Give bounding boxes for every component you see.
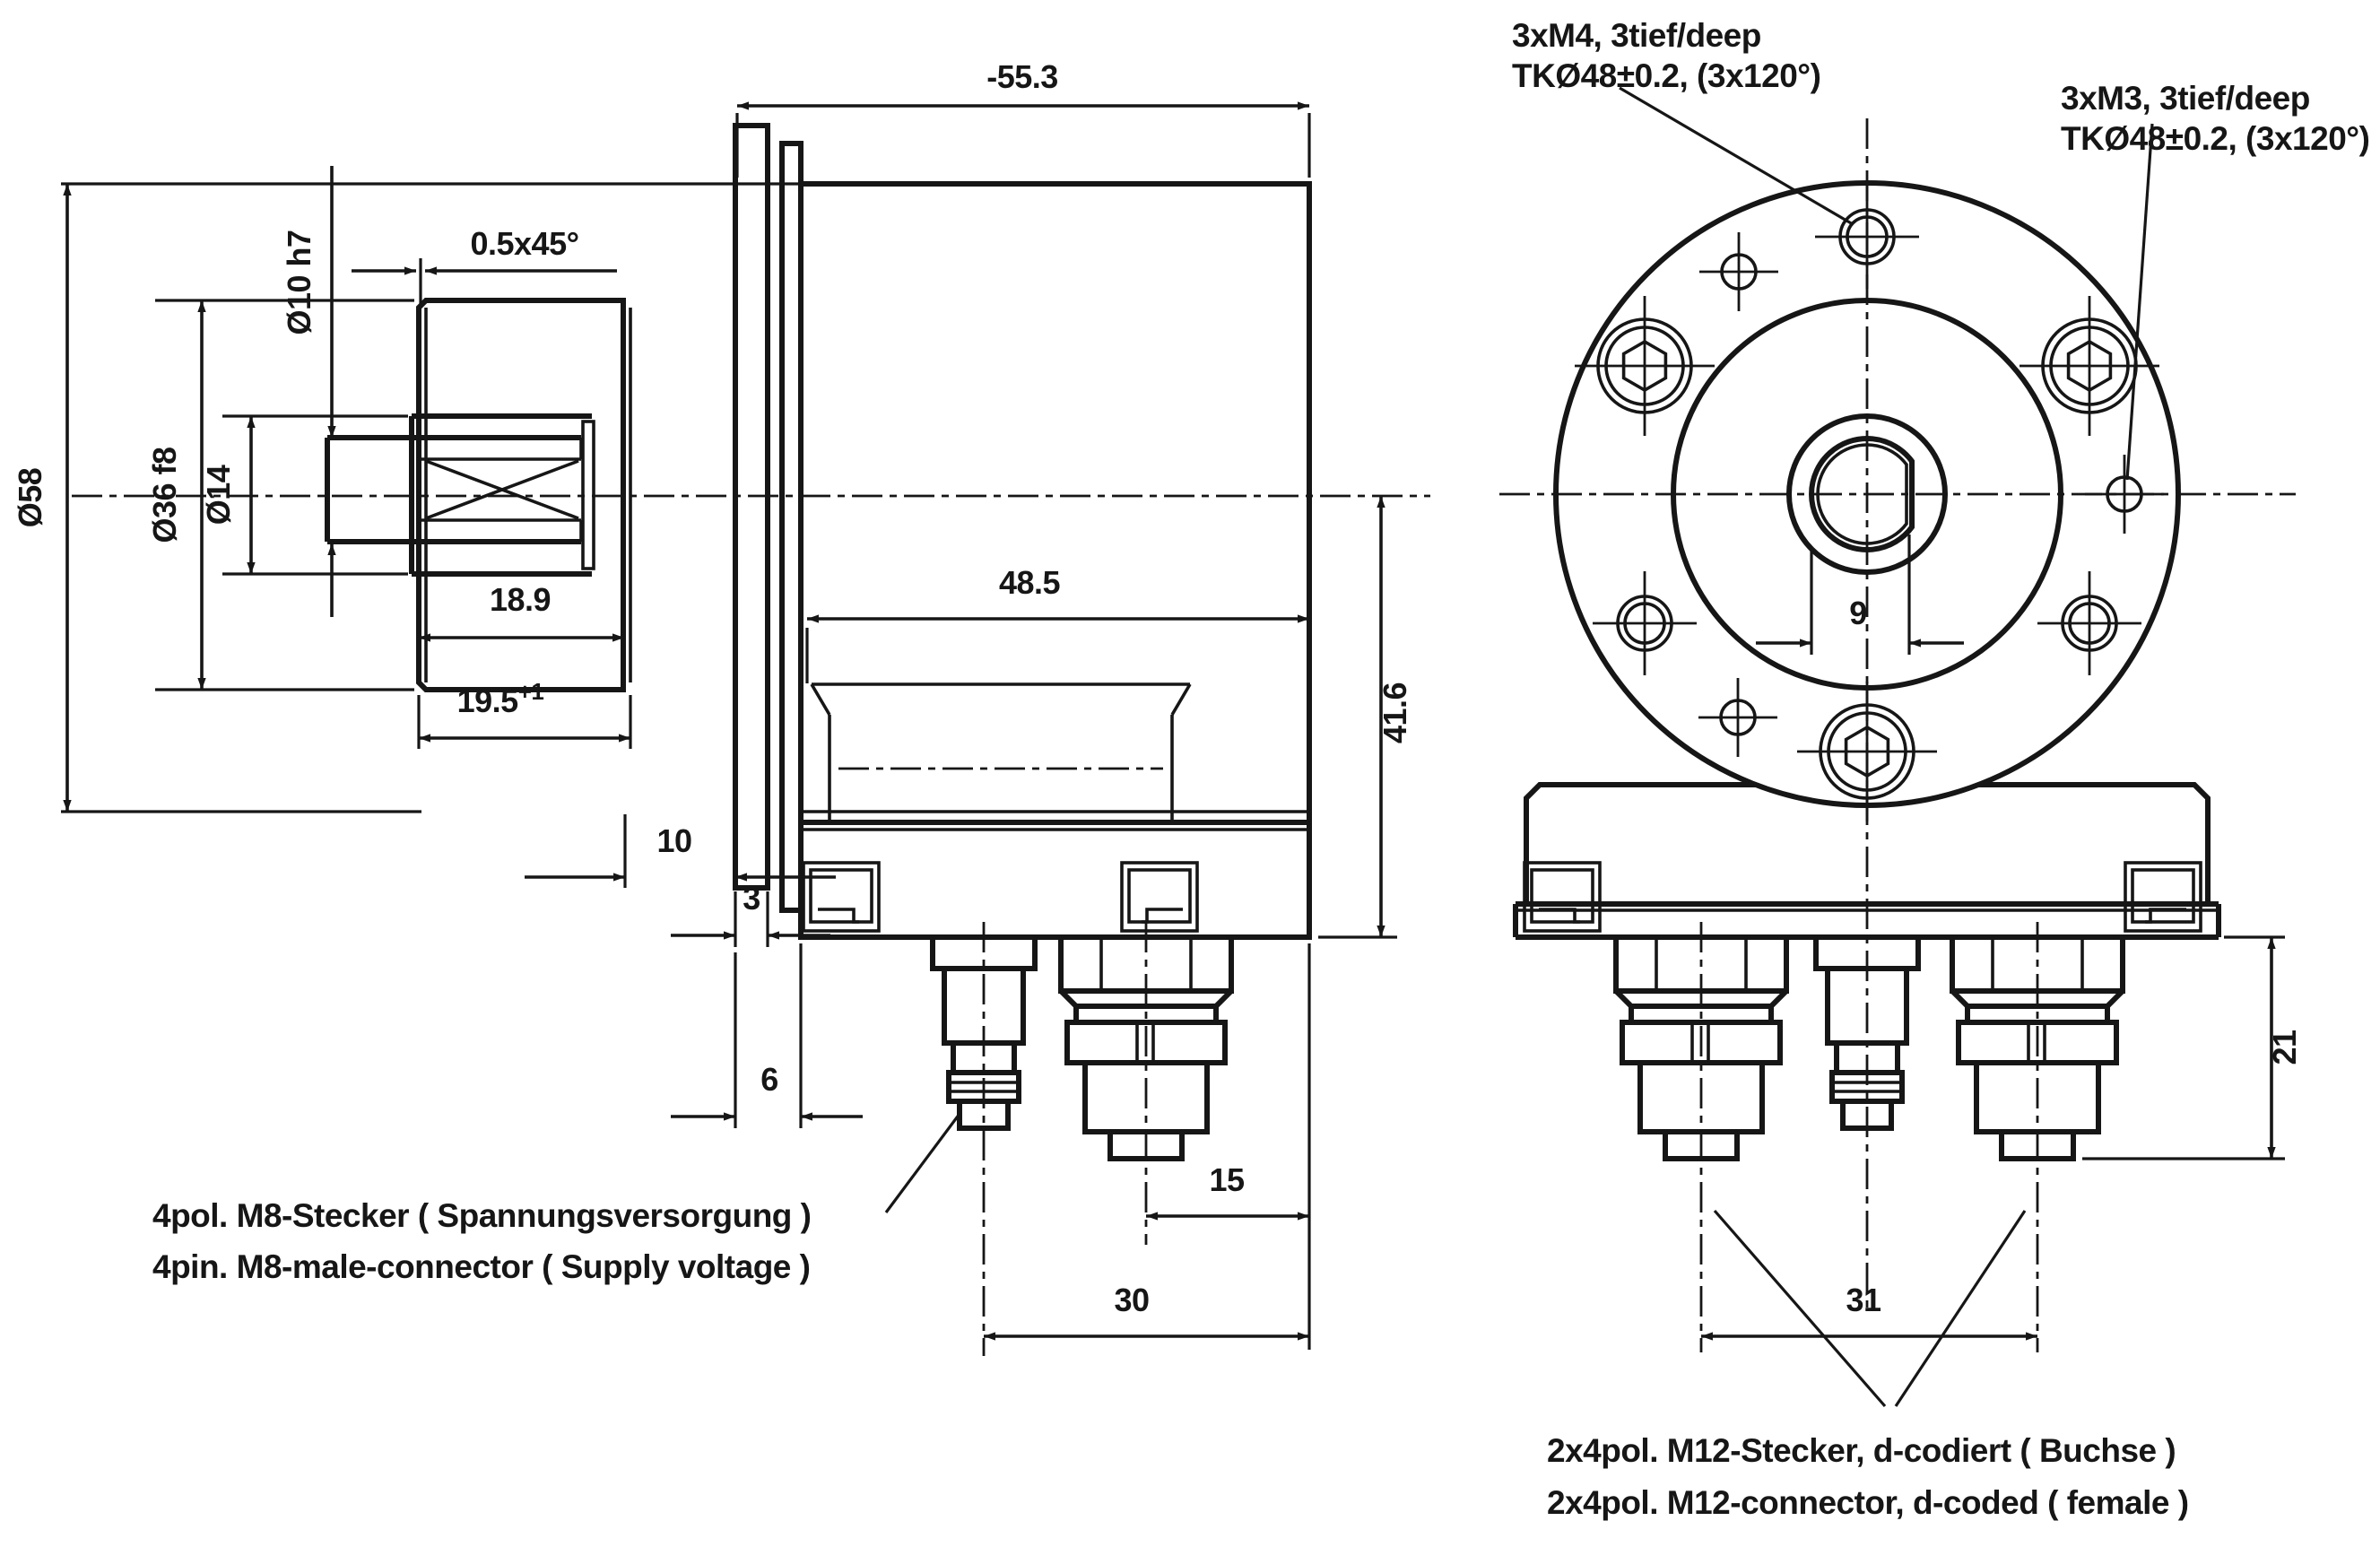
dim-shaft-chamfer: 0.5x45°	[352, 225, 617, 305]
snap-clip-right	[1120, 861, 1199, 933]
dim-flange-plate: 3	[671, 880, 830, 947]
dim-hub-diameter: Ø14	[200, 414, 408, 576]
clamp-ring	[416, 298, 632, 692]
shaft-bore-d-profile	[1809, 436, 1915, 552]
svg-text:Ø10 h7: Ø10 h7	[281, 230, 317, 335]
m12-label-en: 2x4pol. M12-connector, d-coded ( female …	[1547, 1484, 2189, 1521]
svg-text:30: 30	[1114, 1282, 1149, 1318]
svg-text:-55.3: -55.3	[986, 58, 1058, 95]
dim-total-depth: -55.3	[735, 58, 1311, 178]
snap-clip-left	[802, 861, 881, 933]
m3-annotation-line2: TKØ48±0.2, (3x120°)	[2061, 120, 2369, 157]
svg-text:3: 3	[743, 880, 760, 917]
dim-slot-length: 18.9	[417, 581, 624, 647]
svg-text:19.5+1: 19.5+1	[457, 678, 544, 719]
svg-text:Ø14: Ø14	[200, 465, 237, 525]
dim-shaft-diameter: Ø10 h7	[281, 166, 336, 617]
m3-leader-line	[2125, 123, 2154, 481]
dim-shaft-flat: 9	[1756, 534, 1964, 655]
dim-flange-stack: 6	[671, 943, 863, 1128]
dim-gap-ring-flange: 10	[525, 814, 836, 888]
dim-body-length: 48.5	[805, 564, 1309, 683]
m8-label-en: 4pin. M8-male-connector ( Supply voltage…	[152, 1248, 811, 1285]
svg-text:9: 9	[1849, 595, 1867, 631]
front-view: 3xM4, 3tief/deep TKØ48±0.2, (3x120°) 3xM…	[1499, 17, 2370, 1521]
svg-text:Ø58: Ø58	[12, 468, 48, 528]
svg-text:15: 15	[1209, 1161, 1245, 1198]
m12-label-de: 2x4pol. M12-Stecker, d-codiert ( Buchse …	[1547, 1432, 2176, 1469]
dim-clamp-depth: 19.5+1	[417, 678, 632, 749]
svg-text:18.9: 18.9	[490, 581, 551, 618]
dim-height-below-axis: 41.6	[1318, 496, 1413, 939]
m3-annotation-line1: 3xM3, 3tief/deep	[2061, 80, 2310, 117]
flange-plate-outer	[733, 123, 770, 891]
svg-text:6: 6	[760, 1061, 778, 1098]
dim-m12-offset: 15	[1146, 943, 1311, 1350]
dim-connector-height: 21	[2082, 935, 2303, 1160]
m8-label-de: 4pol. M8-Stecker ( Spannungsversorgung )	[152, 1197, 812, 1234]
svg-text:48.5: 48.5	[999, 564, 1061, 601]
m12-leader-left	[1713, 1209, 1887, 1408]
svg-text:31: 31	[1846, 1282, 1881, 1318]
svg-text:0.5x45°: 0.5x45°	[470, 225, 578, 262]
dim-clamp-ring-diameter: Ø36 f8	[146, 299, 414, 691]
front-clip-left	[1523, 861, 1602, 933]
svg-text:21: 21	[2266, 1030, 2303, 1065]
front-clip-right	[2124, 861, 2202, 933]
hollow-shaft-assembly	[325, 413, 595, 577]
m4-annotation-line1: 3xM4, 3tief/deep	[1512, 17, 1761, 54]
m4-annotation-line2: TKØ48±0.2, (3x120°)	[1512, 57, 1820, 94]
m4-leader-line	[1619, 86, 1854, 226]
svg-text:Ø36 f8: Ø36 f8	[146, 447, 183, 543]
flange-plate-inner	[779, 141, 803, 913]
svg-text:41.6: 41.6	[1377, 682, 1413, 743]
m8-leader-line	[884, 1113, 961, 1213]
housing-body	[798, 181, 1312, 940]
m12-leader-right	[1894, 1210, 2027, 1407]
dim-m8-offset: 30	[984, 1282, 1309, 1341]
dim-connector-spacing: 31	[1701, 1282, 2037, 1341]
svg-text:10: 10	[656, 822, 691, 859]
side-view: -55.3 Ø58 Ø36 f8 Ø14 Ø10 h7	[12, 58, 1430, 1356]
dim-housing-diameter: Ø58	[12, 182, 798, 813]
